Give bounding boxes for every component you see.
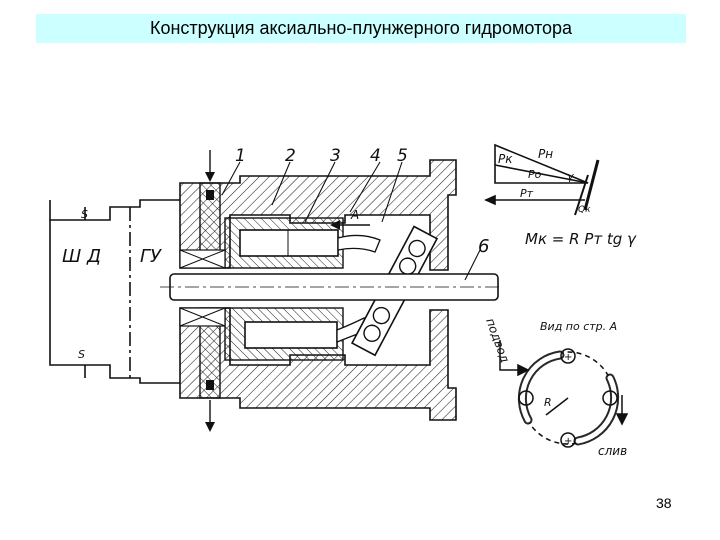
force-po: Pо xyxy=(528,168,542,181)
force-pn: Pн xyxy=(538,147,553,161)
callout-6: 6 xyxy=(478,236,489,257)
force-qk: Qк xyxy=(578,205,591,215)
distributor-view xyxy=(499,340,629,448)
callout-5: 5 xyxy=(397,146,408,166)
callout-1: 1 xyxy=(235,146,246,166)
callout-3: 3 xyxy=(330,146,341,166)
shaft-mark-top: S xyxy=(81,208,88,221)
section-mark-a: А xyxy=(350,208,359,222)
label-gu: ГУ xyxy=(140,246,162,267)
plus-top: + xyxy=(564,352,572,363)
left-housing xyxy=(49,199,180,384)
inlet-label: подвод xyxy=(483,316,512,364)
page-number: 38 xyxy=(656,495,672,511)
force-pk: Pк xyxy=(498,152,513,166)
view-caption: Вид по стр. А xyxy=(540,320,617,333)
shaft-mark-bottom: S xyxy=(78,348,85,361)
torque-formula: Mк = R Pт tg γ xyxy=(525,230,637,248)
force-triangle xyxy=(484,143,600,216)
angle-gamma: γ xyxy=(567,170,574,183)
callout-2: 2 xyxy=(285,146,296,166)
callout-4: 4 xyxy=(370,146,381,166)
callout-leaders xyxy=(221,161,481,281)
force-pt: Pт xyxy=(520,187,534,200)
radius-label: R xyxy=(544,396,552,409)
label-shd: Ш Д xyxy=(62,246,101,267)
title-bar: Конструкция аксиально-плунжерного гидром… xyxy=(36,14,686,43)
motor-body xyxy=(160,150,500,432)
page-title: Конструкция аксиально-плунжерного гидром… xyxy=(149,18,573,38)
plus-bottom: + xyxy=(564,436,572,447)
outlet-label: слив xyxy=(598,444,627,458)
